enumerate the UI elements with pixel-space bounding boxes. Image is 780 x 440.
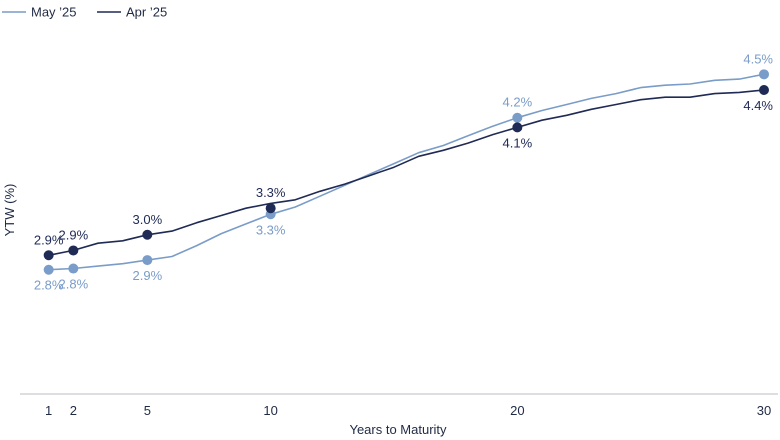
data-label: 3.3% bbox=[256, 222, 286, 237]
data-labels: 2.8%2.8%2.9%3.3%4.2%4.5%2.9%2.9%3.0%3.3%… bbox=[34, 51, 774, 292]
x-axis-title: Years to Maturity bbox=[349, 422, 447, 437]
data-label: 2.8% bbox=[34, 278, 64, 293]
data-label: 2.9% bbox=[34, 232, 64, 247]
data-point bbox=[68, 263, 79, 274]
series-lines bbox=[48, 73, 765, 271]
series-line-1 bbox=[48, 89, 765, 257]
legend-label-may: May ’25 bbox=[31, 5, 77, 20]
data-label: 4.2% bbox=[503, 95, 533, 110]
data-point bbox=[142, 229, 153, 240]
legend-label-apr: Apr ’25 bbox=[126, 5, 167, 20]
data-label: 4.1% bbox=[503, 135, 533, 150]
x-tick-label: 10 bbox=[263, 403, 277, 418]
data-label: 4.5% bbox=[743, 51, 773, 66]
x-tick-label: 2 bbox=[70, 403, 77, 418]
x-tick-label: 30 bbox=[757, 403, 771, 418]
data-label: 4.4% bbox=[743, 98, 773, 113]
data-point bbox=[43, 264, 54, 275]
y-axis-title: YTW (%) bbox=[2, 184, 17, 237]
data-point bbox=[759, 69, 769, 80]
data-label: 3.0% bbox=[133, 212, 163, 227]
x-tick-labels: 1 2 5 10 20 30 bbox=[45, 403, 771, 418]
data-label: 2.9% bbox=[133, 268, 163, 283]
data-point bbox=[265, 203, 276, 214]
data-label: 2.9% bbox=[59, 227, 89, 242]
data-markers bbox=[43, 69, 769, 275]
data-label: 3.3% bbox=[256, 185, 286, 200]
series-line-0 bbox=[48, 73, 765, 271]
data-point bbox=[142, 255, 153, 266]
data-label: 2.8% bbox=[59, 277, 89, 292]
legend: May ’25 Apr ’25 bbox=[2, 5, 167, 20]
data-point bbox=[43, 250, 54, 261]
data-point bbox=[759, 85, 769, 95]
x-tick-label: 1 bbox=[45, 403, 52, 418]
data-point bbox=[512, 112, 523, 123]
data-point bbox=[68, 245, 79, 256]
x-tick-label: 5 bbox=[144, 403, 151, 418]
data-point bbox=[512, 122, 523, 133]
x-tick-label: 20 bbox=[510, 403, 524, 418]
